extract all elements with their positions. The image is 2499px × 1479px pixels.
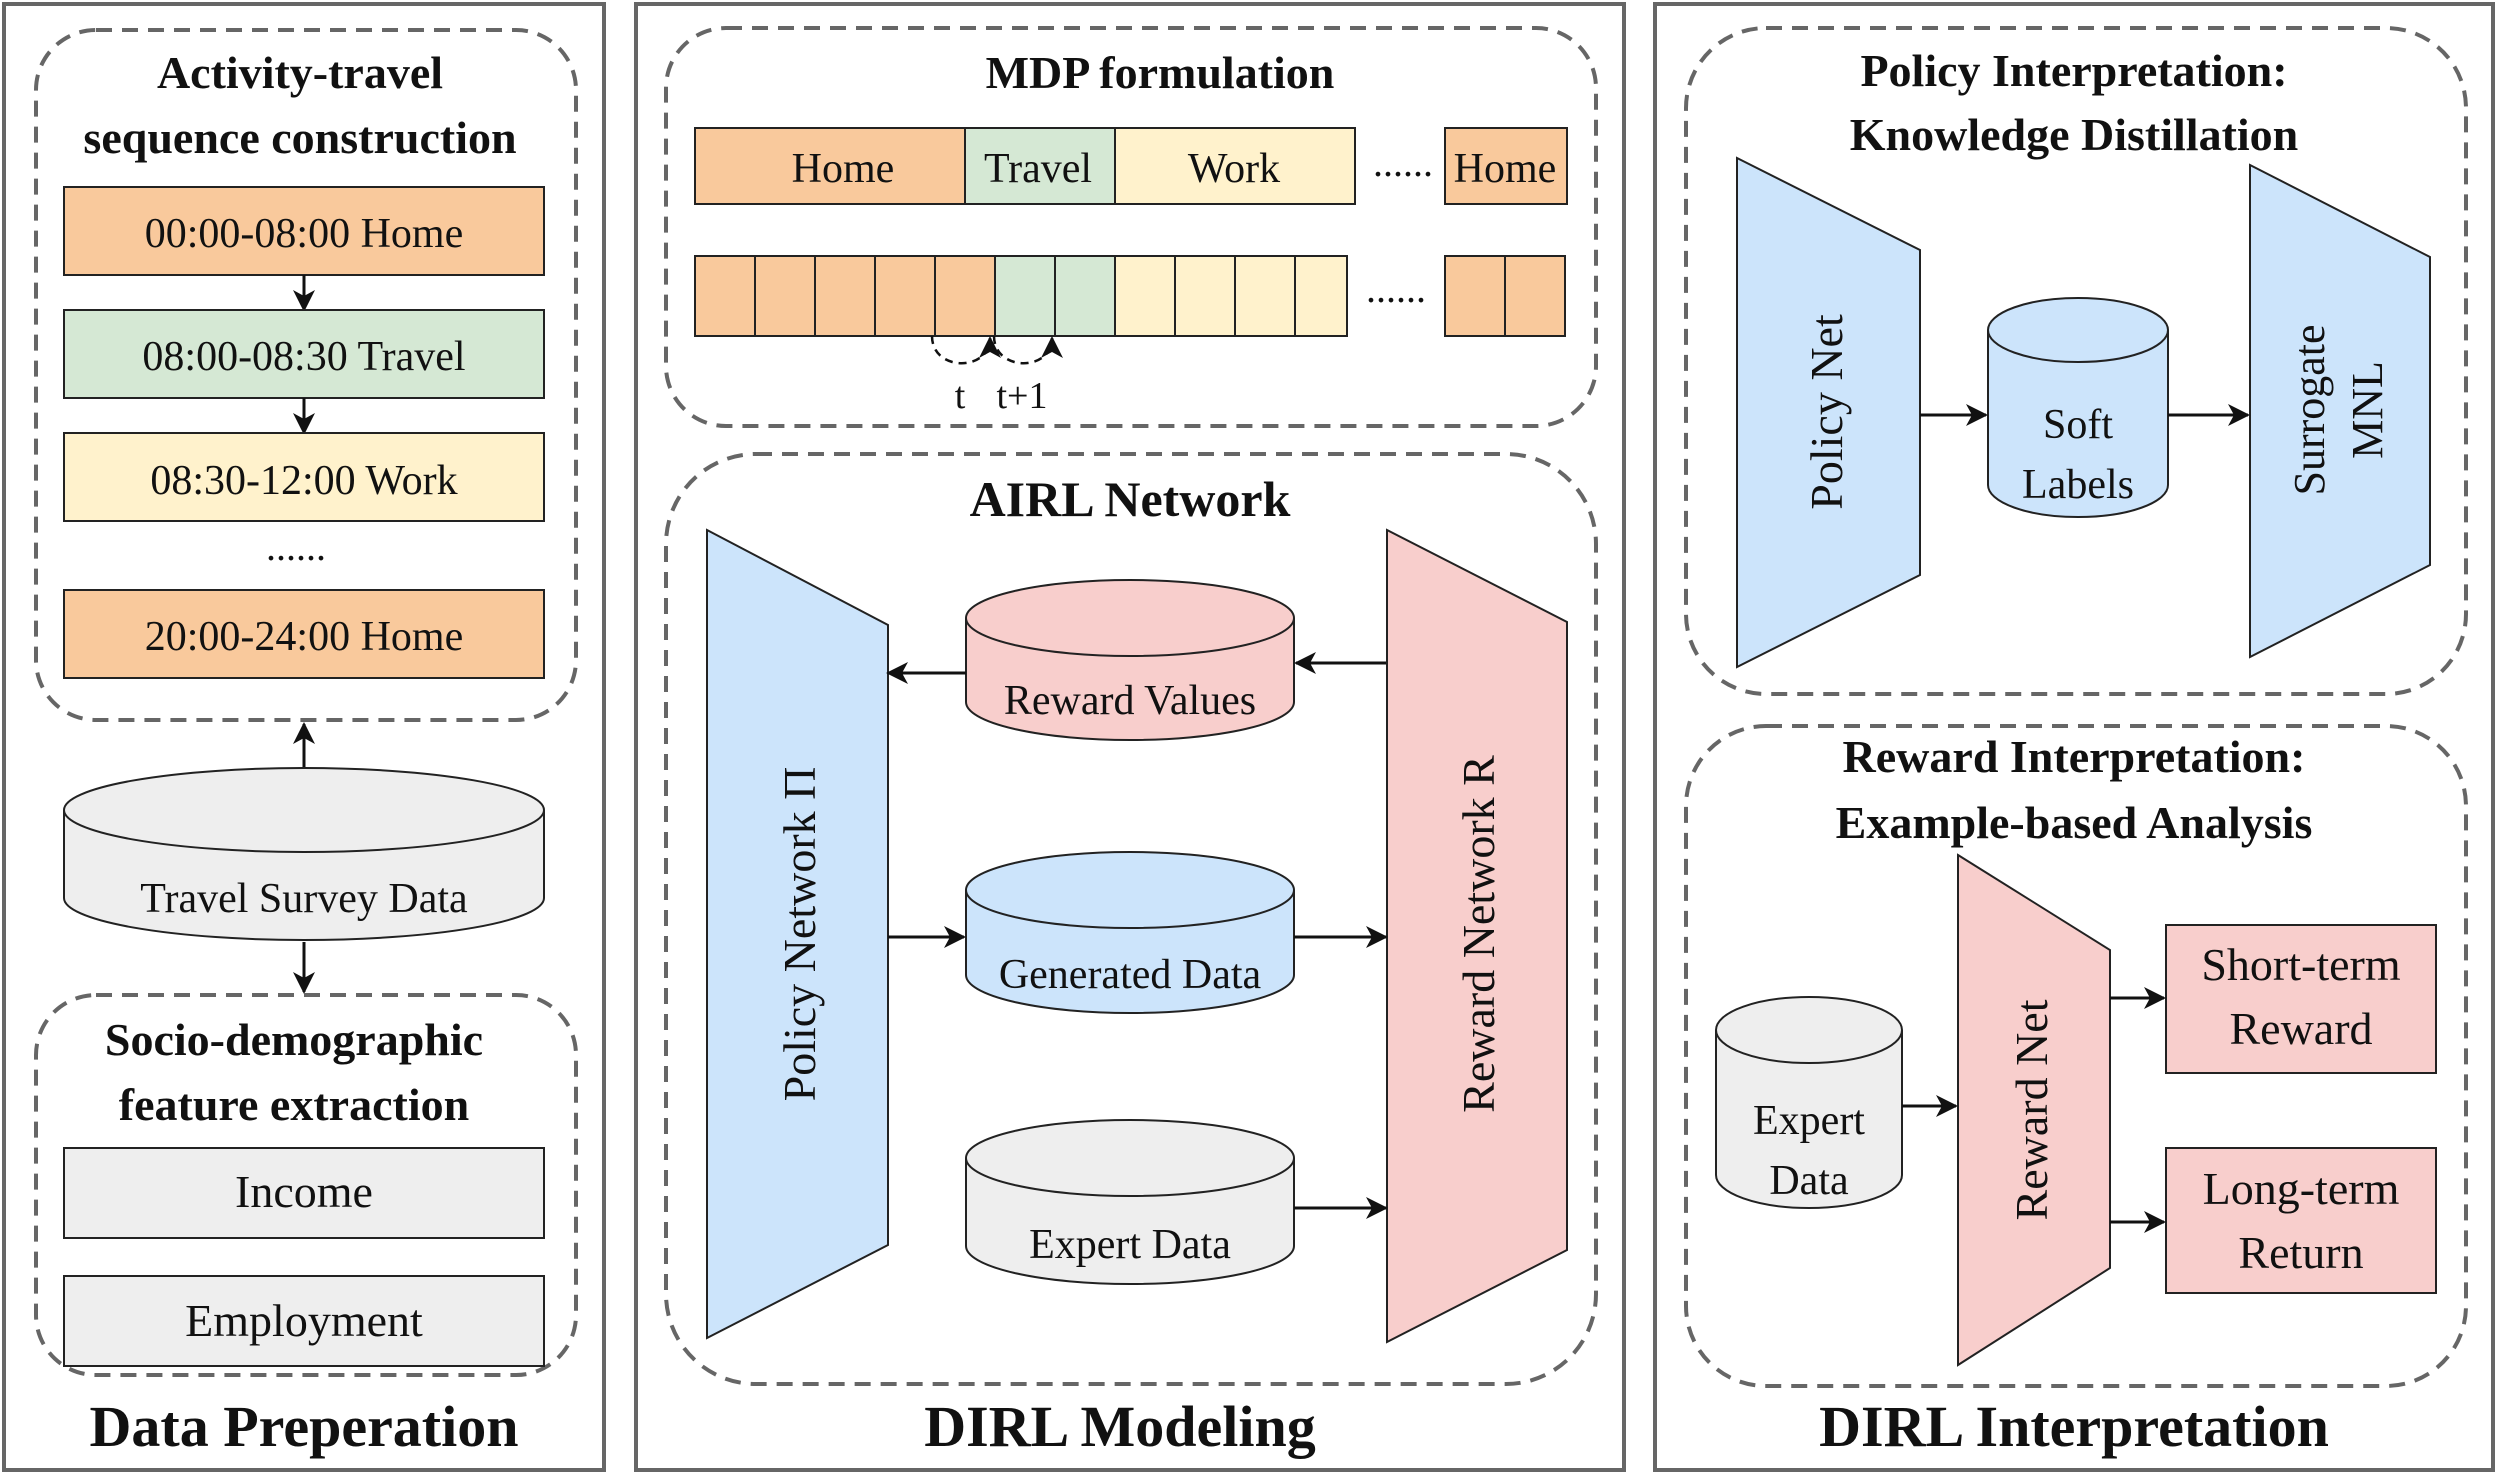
socio-title-line2: feature extraction [119, 1079, 469, 1130]
mdp-home-label: Home [792, 146, 895, 192]
surrogate-mnl-trapezoid [2249, 163, 2431, 659]
seq-home-label: 00:00-08:00 Home [145, 211, 463, 257]
expert-data-right-line1: Expert [1753, 1098, 1865, 1144]
reward-net-label: Reward Net [2006, 999, 2057, 1220]
travel-survey-cylinder [63, 767, 545, 941]
mdp-home-block [694, 127, 966, 205]
short-term-line1: Short-term [2201, 939, 2401, 990]
seq-home-end-label: 20:00-24:00 Home [145, 614, 463, 660]
mdp-dots-top: ...... [1373, 140, 1433, 185]
seq-travel-label: 08:00-08:30 Travel [142, 334, 465, 380]
generated-data-cylinder [965, 851, 1295, 1014]
expert-data-cylinder-middle [965, 1119, 1295, 1285]
long-term-line1: Long-term [2203, 1163, 2400, 1214]
airl-network-title: AIRL Network [970, 471, 1291, 527]
transition-arrow-t1 [992, 335, 1063, 365]
socio-demographic-group [34, 993, 578, 1377]
socio-title-line1: Socio-demographic [105, 1014, 483, 1065]
expert-data-cylinder-right [1715, 996, 1903, 1209]
reward-network-label: Reward Network R [1453, 755, 1504, 1113]
sequence-title-line2: sequence construction [83, 112, 516, 163]
panel-dirl-modeling [634, 2, 1626, 1472]
policy-network-trapezoid [706, 528, 889, 1340]
soft-labels-line1: Soft [2043, 402, 2113, 448]
mdp-work-label: Work [1188, 146, 1280, 192]
expert-data-right-line2: Data [1769, 1158, 1849, 1204]
panel-dirl-interpretation [1653, 2, 2495, 1472]
surrogate-line2: MNL [2343, 361, 2392, 459]
generated-data-label: Generated Data [999, 952, 1262, 998]
policy-network-label: Policy Network Π [774, 767, 825, 1102]
mdp-dots-bottom: ...... [1366, 266, 1426, 311]
sequence-title-line1: Activity-travel [157, 47, 443, 98]
transition-arrow-t [930, 335, 1001, 365]
long-term-line2: Return [2238, 1227, 2363, 1278]
mdp-work-block [1114, 127, 1356, 205]
surrogate-line1: Surrogate [2285, 324, 2334, 495]
policy-net-label: Policy Net [1801, 314, 1852, 510]
seq-work-label: 08:30-12:00 Work [150, 458, 457, 504]
travel-survey-label: Travel Survey Data [140, 876, 468, 922]
data-preparation-title: Data Preperation [90, 1394, 519, 1459]
income-box [63, 1147, 545, 1239]
mdp-home-end-label: Home [1454, 146, 1557, 192]
policy-interp-title-line2: Knowledge Distillation [1850, 109, 2299, 160]
policy-net-trapezoid [1736, 156, 1921, 669]
reward-interp-title-line1: Reward Interpretation: [1843, 731, 2306, 782]
income-label: Income [235, 1166, 373, 1217]
seq-home-box [63, 186, 545, 276]
employment-label: Employment [185, 1295, 423, 1346]
seq-home-end-box [63, 589, 545, 679]
employment-box [63, 1275, 545, 1367]
timestep-t-label: t [955, 375, 966, 417]
expert-data-label-middle: Expert Data [1029, 1222, 1231, 1268]
mdp-group [664, 26, 1598, 428]
policy-interpretation-group [1684, 26, 2468, 696]
mdp-title: MDP formulation [986, 47, 1335, 98]
mdp-travel-label: Travel [984, 146, 1092, 192]
short-term-reward-box [2165, 924, 2437, 1074]
seq-travel-box [63, 309, 545, 399]
policy-interp-title-line1: Policy Interpretation: [1860, 45, 2287, 96]
dirl-modeling-title: DIRL Modeling [924, 1394, 1316, 1459]
timestep-t1-label: t+1 [997, 375, 1048, 417]
reward-net-trapezoid [1957, 853, 2111, 1367]
seq-ellipsis: ...... [266, 524, 326, 569]
soft-labels-cylinder [1987, 297, 2169, 518]
mdp-home-end-block [1444, 127, 1568, 205]
reward-values-label: Reward Values [1004, 678, 1256, 724]
sequence-construction-group [34, 28, 578, 722]
dirl-interpretation-title: DIRL Interpretation [1819, 1394, 2329, 1459]
reward-interpretation-group [1684, 724, 2468, 1388]
soft-labels-line2: Labels [2022, 462, 2134, 508]
airl-network-group [664, 452, 1598, 1386]
long-term-return-box [2165, 1147, 2437, 1294]
reward-interp-title-line2: Example-based Analysis [1836, 797, 2313, 848]
mdp-timestep-cells [694, 255, 1566, 337]
short-term-line2: Reward [2229, 1003, 2372, 1054]
reward-values-cylinder [965, 579, 1295, 741]
panel-data-preparation [2, 2, 606, 1472]
reward-network-trapezoid [1386, 528, 1568, 1344]
seq-work-box [63, 432, 545, 522]
